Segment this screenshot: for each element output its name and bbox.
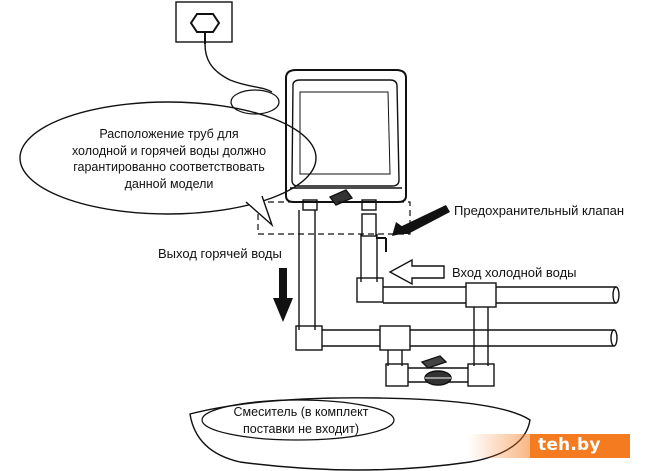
cold-inlet-fitting — [361, 199, 377, 211]
water-heater-body — [285, 69, 407, 203]
callout-line-2: холодной и горячей воды должно — [71, 143, 267, 158]
hot-water-pipe — [295, 210, 618, 351]
mixer-note-line-1: Смеситель (в комплект — [233, 405, 369, 419]
safety-valve-icon — [361, 213, 387, 252]
cable-loop — [230, 89, 280, 115]
cold-water-in-arrow-icon — [388, 258, 445, 286]
mixer-note: Смеситель (в комплект поставки не входит… — [212, 404, 390, 438]
callout-line-3: гарантированно соответствовать — [73, 160, 265, 174]
connection-zone-box — [257, 201, 411, 235]
cold-water-inlet-label: Вход холодной воды — [452, 265, 577, 280]
mixer-note-line-2: поставки не входит) — [243, 422, 359, 436]
callout-bubble — [19, 101, 317, 215]
mixer-note-bubble — [201, 399, 395, 441]
callout-line-4: данной модели — [124, 176, 214, 191]
mixer-assembly — [385, 355, 495, 387]
hot-outlet-fitting — [302, 199, 318, 211]
watermark-fade — [468, 434, 530, 458]
watermark-text: teh.by — [538, 435, 601, 455]
pipe-placement-callout: Расположение труб для холодной и горячей… — [62, 126, 276, 192]
power-cable — [204, 43, 273, 93]
cold-water-pipe — [356, 234, 620, 366]
safety-valve-label: Предохранительный клапан — [454, 203, 625, 218]
hot-line-tee — [379, 325, 411, 366]
callout-line-1: Расположение труб для — [99, 127, 239, 141]
hot-water-outlet-label: Выход горячей воды — [158, 246, 282, 261]
safety-valve-arrow-icon — [392, 205, 450, 236]
watermark-bar — [530, 434, 630, 458]
wall-socket-icon — [175, 1, 233, 44]
hot-water-down-arrow-icon — [273, 268, 293, 322]
